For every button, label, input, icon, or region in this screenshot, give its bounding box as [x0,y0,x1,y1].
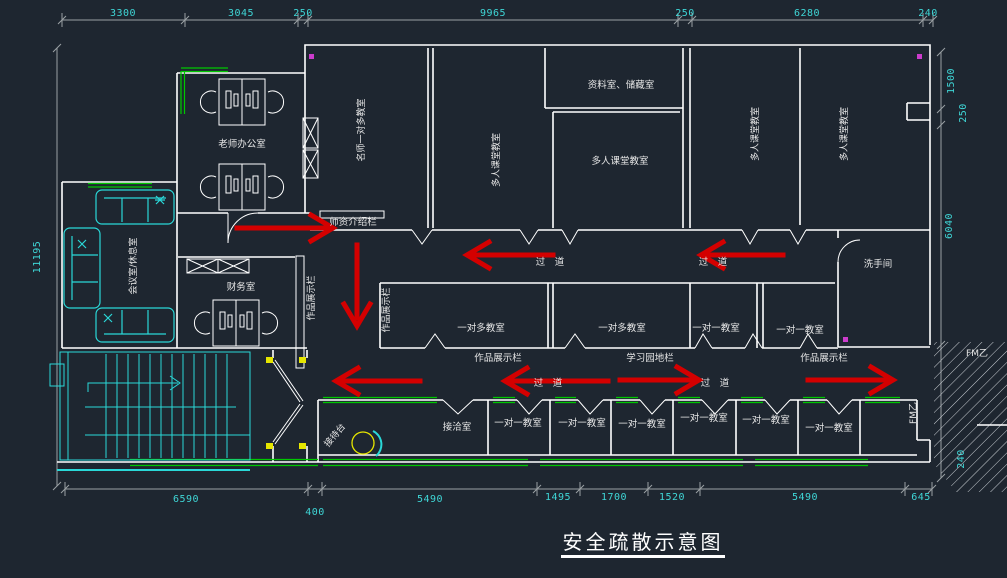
label-corridor-1: 过 道 [536,256,565,268]
room-label-washroom: 洗手间 [864,258,893,270]
hinge-marker-2 [299,357,306,363]
hinge-marker-4 [299,443,306,449]
magenta-marker-2 [917,54,922,59]
stair-direction-arrow [87,375,181,392]
dimension-lines [52,13,946,496]
magenta-marker-1 [309,54,314,59]
dim-bottom-5: 1520 [659,492,685,503]
evac-arrow-left-1 [462,238,556,272]
room-labels: 老师办公室 会议室/休息室 财务室 名师一对多教室 多人课堂教室 资料室、储藏室… [127,79,988,449]
room-label-one-to-one-m1: 一对一教室 [692,322,740,334]
room-label-one-to-one-b1: 一对一教室 [494,417,542,429]
evac-arrow-left-3 [331,364,423,398]
room-label-finance: 财务室 [227,281,256,293]
dim-bottom-0: 6590 [173,494,199,505]
hinge-marker-1 [266,357,273,363]
sofas [63,189,175,343]
reception-desk-arc [372,430,383,457]
magenta-marker-3 [843,337,848,342]
room-label-teacher-office: 老师办公室 [218,138,266,150]
room-label-reception-room: 接洽室 [443,421,472,433]
evac-arrow-right-1 [234,211,338,245]
label-corridor-4: 过 道 [701,377,730,389]
label-study-corner-board: 学习园地栏 [626,352,674,364]
room-label-multi-classroom-4: 多人课堂教室 [838,107,850,161]
dim-top-6: 240 [918,8,938,19]
markers [266,54,922,457]
doors [227,212,861,445]
room-label-multi-classroom-3: 多人课堂教室 [749,107,761,161]
title-underline [561,555,725,558]
evac-arrow-left-4 [500,364,611,398]
room-label-one-to-many-1: 一对多教室 [457,322,505,334]
dim-right-1: 250 [958,103,969,123]
dim-top-4: 250 [675,8,695,19]
room-label-one-to-one-b5: 一对一教室 [742,414,790,426]
evac-arrow-down-1 [340,242,374,331]
room-label-one-to-one-b2: 一对一教室 [558,417,606,429]
evac-arrow-left-2 [696,238,786,272]
evac-arrow-right-3 [805,363,898,397]
walls [57,44,1007,463]
room-label-archive-storage: 资料室、储藏室 [588,79,655,91]
drawing-title: 安全疏散示意图 [563,530,724,554]
evacuation-arrows [234,211,898,398]
room-label-one-to-many-2: 一对多教室 [598,322,646,334]
room-label-master-one-to-many: 名师一对多教室 [355,98,367,161]
dim-top-5: 6280 [794,8,820,19]
dimension-labels: 3300 3045 250 9965 250 6280 240 6590 400… [32,8,969,518]
dim-bottom-7: 645 [911,492,931,503]
dim-top-2: 250 [293,8,313,19]
dim-right-0: 1500 [946,68,957,94]
room-label-reception-desk: 接待台 [321,421,348,449]
label-corridor-2: 过 道 [699,256,728,268]
left-window-marker [49,363,65,387]
room-label-multi-classroom-1: 多人课堂教室 [490,133,502,187]
dim-bottom-3: 1495 [545,492,571,503]
label-corridor-3: 过 道 [534,377,563,389]
windows [88,67,900,467]
dim-top-1: 3045 [228,8,254,19]
dim-bottom-1: 400 [305,507,325,518]
evac-arrow-right-2 [617,363,704,397]
room-label-one-to-one-m2: 一对一教室 [776,324,824,336]
room-label-one-to-one-b3: 一对一教室 [618,418,666,430]
hinge-marker-3 [266,443,273,449]
room-label-meeting-lounge: 会议室/休息室 [127,237,139,294]
reception-desk-symbol [351,431,375,455]
dim-right-2: 6040 [944,213,955,239]
label-works-display-v2: 作品展示栏 [380,287,392,332]
label-teacher-intro-board: 师资介绍栏 [329,216,377,228]
staircase [49,351,251,471]
room-label-one-to-one-b4: 一对一教室 [680,412,728,424]
label-works-display-h2: 作品展示栏 [800,352,848,364]
hatch-region [934,342,1007,492]
label-works-display-v1: 作品展示栏 [305,275,317,320]
dim-bottom-6: 5490 [792,492,818,503]
label-fire-door-1: FM乙 [966,348,988,359]
dim-top-3: 9965 [480,8,506,19]
dim-top-0: 3300 [110,8,136,19]
room-label-one-to-one-b6: 一对一教室 [805,422,853,434]
label-fire-door-2: FM乙 [908,402,919,424]
title-block: 安全疏散示意图 [561,530,725,558]
desks-and-cabinets [186,78,319,347]
dim-left-0: 11195 [32,241,43,274]
room-label-multi-classroom-2: 多人课堂教室 [591,155,648,167]
dim-bottom-4: 1700 [601,492,627,503]
label-works-display-h1: 作品展示栏 [474,352,522,364]
dim-bottom-2: 5490 [417,494,443,505]
